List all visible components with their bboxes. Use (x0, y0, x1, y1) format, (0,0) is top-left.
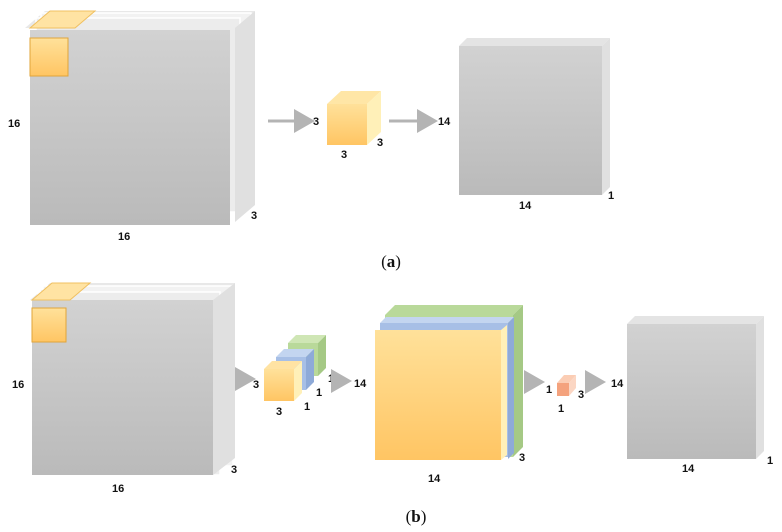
output-a-bottom-label: 14 (519, 200, 532, 212)
kernel-a-front (327, 104, 367, 145)
output-b-bottom-label: 14 (682, 463, 695, 475)
input-a-width-label: 16 (118, 231, 130, 243)
kernel-a-bottom-label: 3 (341, 149, 347, 161)
mid-blue-top (380, 317, 514, 323)
depthwise-kernels (264, 335, 326, 401)
pw-kernel-side (569, 375, 576, 396)
panel-a: 16 16 3 3 3 3 14 14 1 (a) (8, 10, 614, 271)
dw-kernel-depth-label-2: 1 (316, 387, 322, 399)
input-volume-b (30, 282, 235, 476)
kernel-a-top (327, 91, 381, 104)
dw-kernel-bottom-label: 3 (276, 406, 282, 418)
pw-kernel-depth-label: 3 (578, 389, 584, 401)
output-a-front (459, 46, 602, 195)
mid-green-side (513, 305, 523, 457)
dw-kernel-depth-label-1: 1 (304, 401, 310, 413)
output-a-depth-label: 1 (608, 190, 614, 202)
output-b-left-label: 14 (611, 378, 624, 390)
mid-yellow-side (501, 325, 507, 460)
mid-yellow-layer (375, 330, 501, 460)
output-b-front (627, 324, 756, 459)
output-a-side (602, 38, 610, 195)
dw-kernel-green-top (288, 335, 326, 343)
dw-kernel-yellow (264, 369, 294, 401)
pointwise-kernel (557, 375, 576, 396)
output-volume-a (459, 38, 610, 195)
kernel-a-side (367, 91, 381, 145)
output-a-left-label: 14 (438, 116, 451, 128)
kernel-a-left-label: 3 (313, 116, 319, 128)
receptive-field-a (29, 37, 69, 77)
mid-depth-label: 3 (519, 452, 525, 464)
kernel-a (327, 91, 381, 145)
input-b-depth-label: 3 (231, 464, 237, 476)
dw-kernel-left-label: 3 (253, 379, 259, 391)
input-a-height-label: 16 (8, 118, 20, 130)
output-b-side (756, 316, 764, 459)
input-a-side-face (235, 11, 255, 222)
input-volume-a (25, 10, 255, 225)
pw-kernel-front (557, 383, 569, 396)
dw-kernel-yellow-side (294, 361, 302, 401)
dw-kernel-blue-side (306, 349, 314, 390)
input-b-height-label: 16 (12, 379, 24, 391)
output-a-top (459, 38, 610, 46)
mid-blue-side (508, 317, 514, 459)
dw-kernel-green-side (318, 335, 326, 376)
receptive-field-b-top (30, 282, 92, 301)
output-b-depth-label: 1 (767, 455, 773, 467)
output-volume-b (627, 316, 764, 459)
pw-kernel-top (557, 375, 576, 383)
input-b-width-label: 16 (112, 483, 124, 495)
caption-b: (b) (406, 507, 427, 526)
kernel-a-depth-label: 3 (377, 137, 383, 149)
receptive-field-b (31, 307, 67, 343)
intermediate-volume (375, 305, 523, 460)
mid-green-top (385, 305, 523, 315)
pw-kernel-left-label: 1 (546, 384, 552, 396)
receptive-field-a-top (28, 10, 97, 29)
input-a-depth-label: 3 (251, 210, 257, 222)
input-b-side-face (213, 283, 235, 475)
pw-kernel-bottom-label: 1 (558, 403, 564, 415)
dw-kernel-depth-label-3: 1 (328, 373, 334, 385)
output-b-top (627, 316, 764, 324)
panel-b: 16 16 3 3 3 1 1 1 14 (12, 282, 773, 526)
dw-kernel-blue-top (276, 349, 314, 357)
mid-left-label: 14 (354, 378, 367, 390)
dw-kernel-yellow-top (264, 361, 302, 369)
caption-a: (a) (381, 252, 401, 271)
mid-bottom-label: 14 (428, 473, 441, 485)
